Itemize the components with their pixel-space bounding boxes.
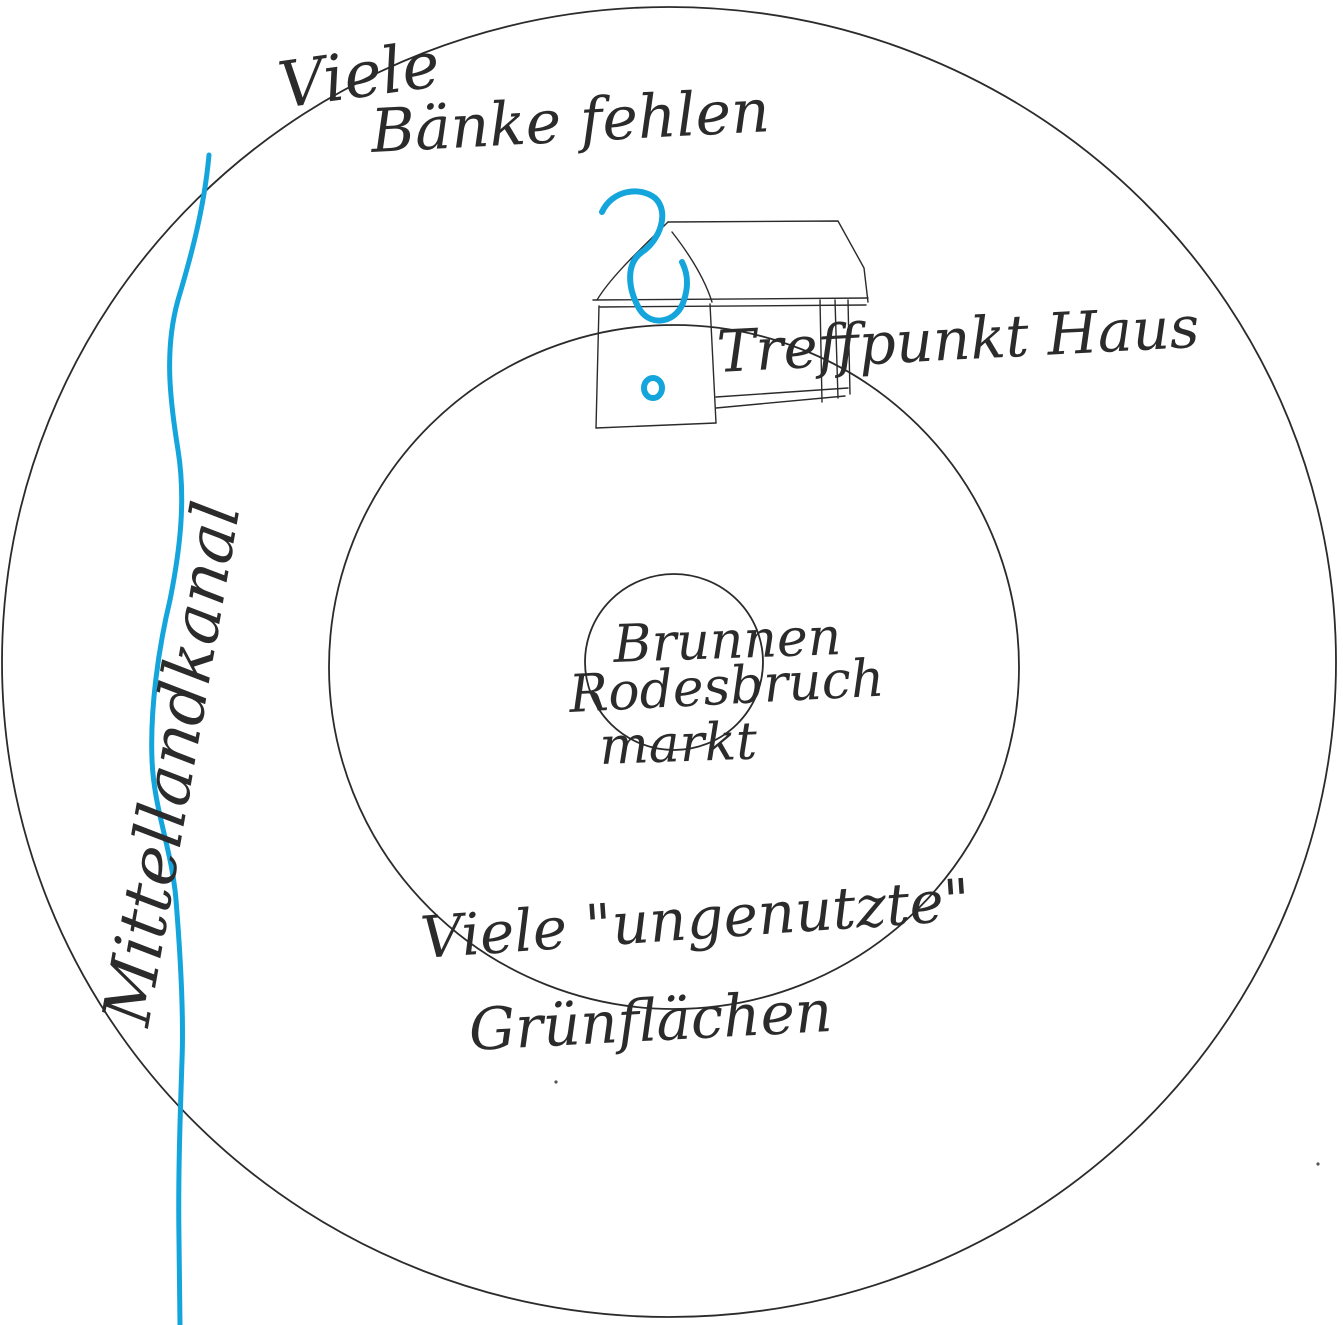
pencil-dot <box>1316 1162 1319 1165</box>
label-house: Treffpunkt Haus <box>715 293 1201 386</box>
label-center-line3: markt <box>598 712 758 777</box>
label-bottom-line1: Viele "ungenutzte" <box>418 866 972 972</box>
label-canal: Mittellandkanal <box>88 496 256 1032</box>
label-bottom-line2: Grünflächen <box>467 977 834 1064</box>
pencil-dot <box>554 1080 557 1083</box>
